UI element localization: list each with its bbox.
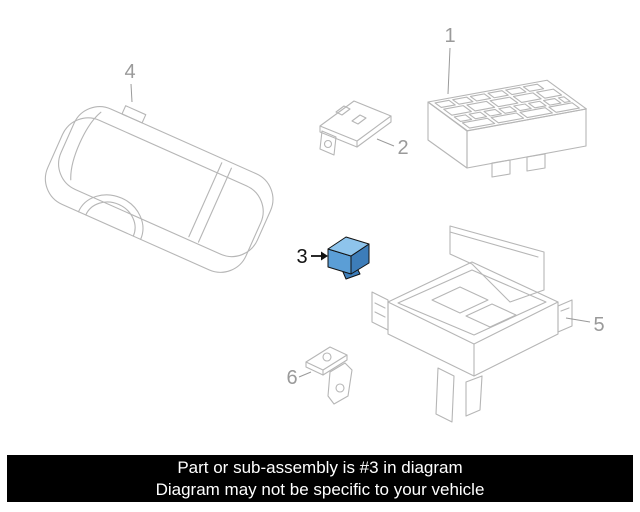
part-4-cover-drawing xyxy=(44,105,274,273)
parts-diagram-drawing: 1 2 3 4 5 6 xyxy=(44,25,605,423)
disclaimer-banner: Part or sub-assembly is #3 in diagram Di… xyxy=(7,455,633,502)
callout-4-label: 4 xyxy=(124,61,135,83)
banner-line-1: Part or sub-assembly is #3 in diagram xyxy=(177,457,463,477)
leader-line-5 xyxy=(565,317,591,323)
callout-3-arrow-icon xyxy=(311,251,328,261)
banner-line-2: Diagram may not be specific to your vehi… xyxy=(155,479,485,499)
callout-2-label: 2 xyxy=(397,137,408,159)
leader-line-1 xyxy=(447,47,451,95)
leader-line-2 xyxy=(376,138,395,147)
part-5-housing-drawing xyxy=(371,225,573,423)
callout-6-label: 6 xyxy=(286,367,297,389)
callout-3-label: 3 xyxy=(296,246,307,268)
leader-line-4 xyxy=(130,83,133,103)
callout-1-label: 1 xyxy=(444,25,455,47)
callout-5-label: 5 xyxy=(593,314,604,336)
part-1-fuse-block-drawing xyxy=(428,80,586,178)
leader-line-6 xyxy=(298,371,312,378)
part-2-bracket-drawing xyxy=(319,100,392,156)
part-3-relay-highlighted xyxy=(327,236,370,280)
part-6-bracket-drawing xyxy=(305,346,353,405)
